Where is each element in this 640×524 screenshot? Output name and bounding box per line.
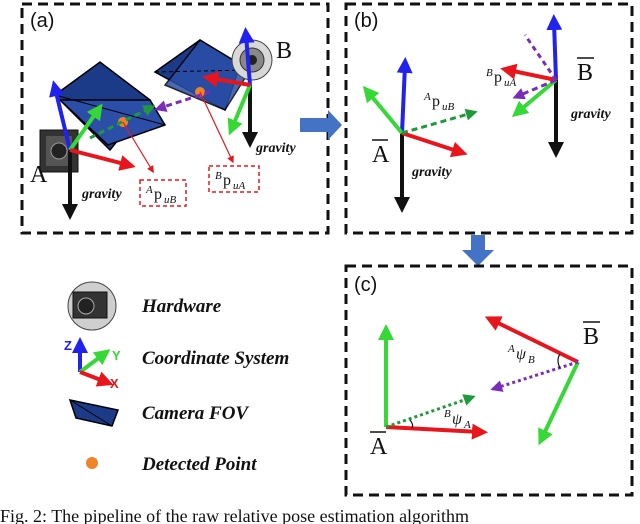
y-axis-b (227, 84, 252, 136)
puA-sup: B (486, 67, 493, 79)
pointer-line-b (199, 91, 234, 164)
panel-b-label: (b) (354, 10, 378, 32)
y-axis-a (68, 103, 103, 152)
legend-hardware-label: Hardware (141, 296, 222, 317)
y-axis-c-b (538, 361, 580, 446)
callout-a-main: p (154, 186, 162, 203)
z-axis-b-b (546, 14, 563, 81)
psi-a-sub: A (463, 419, 471, 431)
panel-b-gravity-b: gravity (570, 107, 611, 122)
x-axis-a (69, 148, 136, 171)
vector-a-to-b (89, 105, 156, 140)
callout-box-a (139, 179, 187, 207)
psi-b-main: ψ (516, 346, 527, 363)
panel-c-frame (344, 264, 634, 497)
callout-box-b (208, 165, 260, 193)
panel-b-node-b: B (577, 60, 593, 86)
z-axis-b (238, 27, 255, 86)
puA-sub: uA (504, 77, 517, 89)
legend-point-icon (86, 457, 98, 469)
panel-c-node-b: B (583, 324, 599, 350)
y-axis-b-a (362, 85, 404, 135)
panel-c-node-a: A (370, 434, 388, 460)
figure-caption: Fig. 2: The pipeline of the raw relative… (0, 506, 469, 524)
node-b-label: B (276, 38, 292, 64)
callout-a-sub: uB (164, 194, 177, 206)
node-a-label: A (30, 162, 48, 188)
vector-b-upper (523, 34, 558, 81)
vector-c-a (385, 394, 476, 429)
puB-main: p (432, 93, 440, 110)
x-axis-c-a (385, 423, 488, 440)
legend-coordinate-label: Coordinate System (142, 348, 289, 369)
panel-b-frame (344, 2, 634, 235)
legend-point-label: Detected Point (141, 454, 257, 475)
puB-sub: uB (442, 101, 455, 113)
legend-fov-icon (68, 398, 120, 427)
x-axis-b-a (401, 131, 468, 158)
callout-b-sup: B (215, 170, 222, 182)
legend-axes-icon (72, 337, 114, 387)
arrow-a-to-b-icon (300, 110, 342, 140)
legend-axis-z-label: Z (64, 338, 72, 353)
psi-a-sup: B (444, 408, 451, 420)
legend-hardware-icon (67, 281, 117, 331)
gravity-label-a: gravity (81, 187, 122, 202)
panel-a-label: (a) (30, 10, 54, 32)
vector-puB (401, 108, 478, 135)
z-axis-a (49, 80, 72, 151)
vector-c-b (490, 360, 579, 392)
x-axis-b-b (500, 63, 557, 82)
x-axis-b (202, 71, 251, 88)
callout-b-main: p (223, 172, 231, 189)
vector-puA (512, 78, 557, 100)
psi-b-sup: A (507, 343, 515, 355)
panel-c-label: (c) (354, 274, 377, 296)
panel-b-gravity-a: gravity (411, 165, 452, 180)
vector-b-to-a (154, 90, 211, 112)
callout-b-sub: uA (233, 180, 246, 192)
hardware-b-icon (231, 39, 273, 81)
pointer-line-a (122, 121, 154, 174)
gravity-label-b: gravity (255, 141, 296, 156)
psi-b-sub: B (528, 354, 535, 366)
legend-axis-y-label: Y (112, 348, 121, 363)
puB-sup: A (423, 91, 431, 103)
psi-a-main: ψ (452, 411, 463, 428)
legend-fov-label: Camera FOV (142, 403, 249, 424)
y-axis-b-b (511, 78, 558, 118)
x-axis-c-b (484, 316, 579, 364)
z-axis-b-a (396, 57, 413, 134)
panel-b-node-a: A (372, 142, 390, 168)
arrow-b-to-c-icon (462, 235, 494, 266)
callout-a-sup: A (145, 184, 153, 196)
puA-main: p (494, 69, 502, 86)
legend-axis-x-label: X (110, 376, 119, 391)
